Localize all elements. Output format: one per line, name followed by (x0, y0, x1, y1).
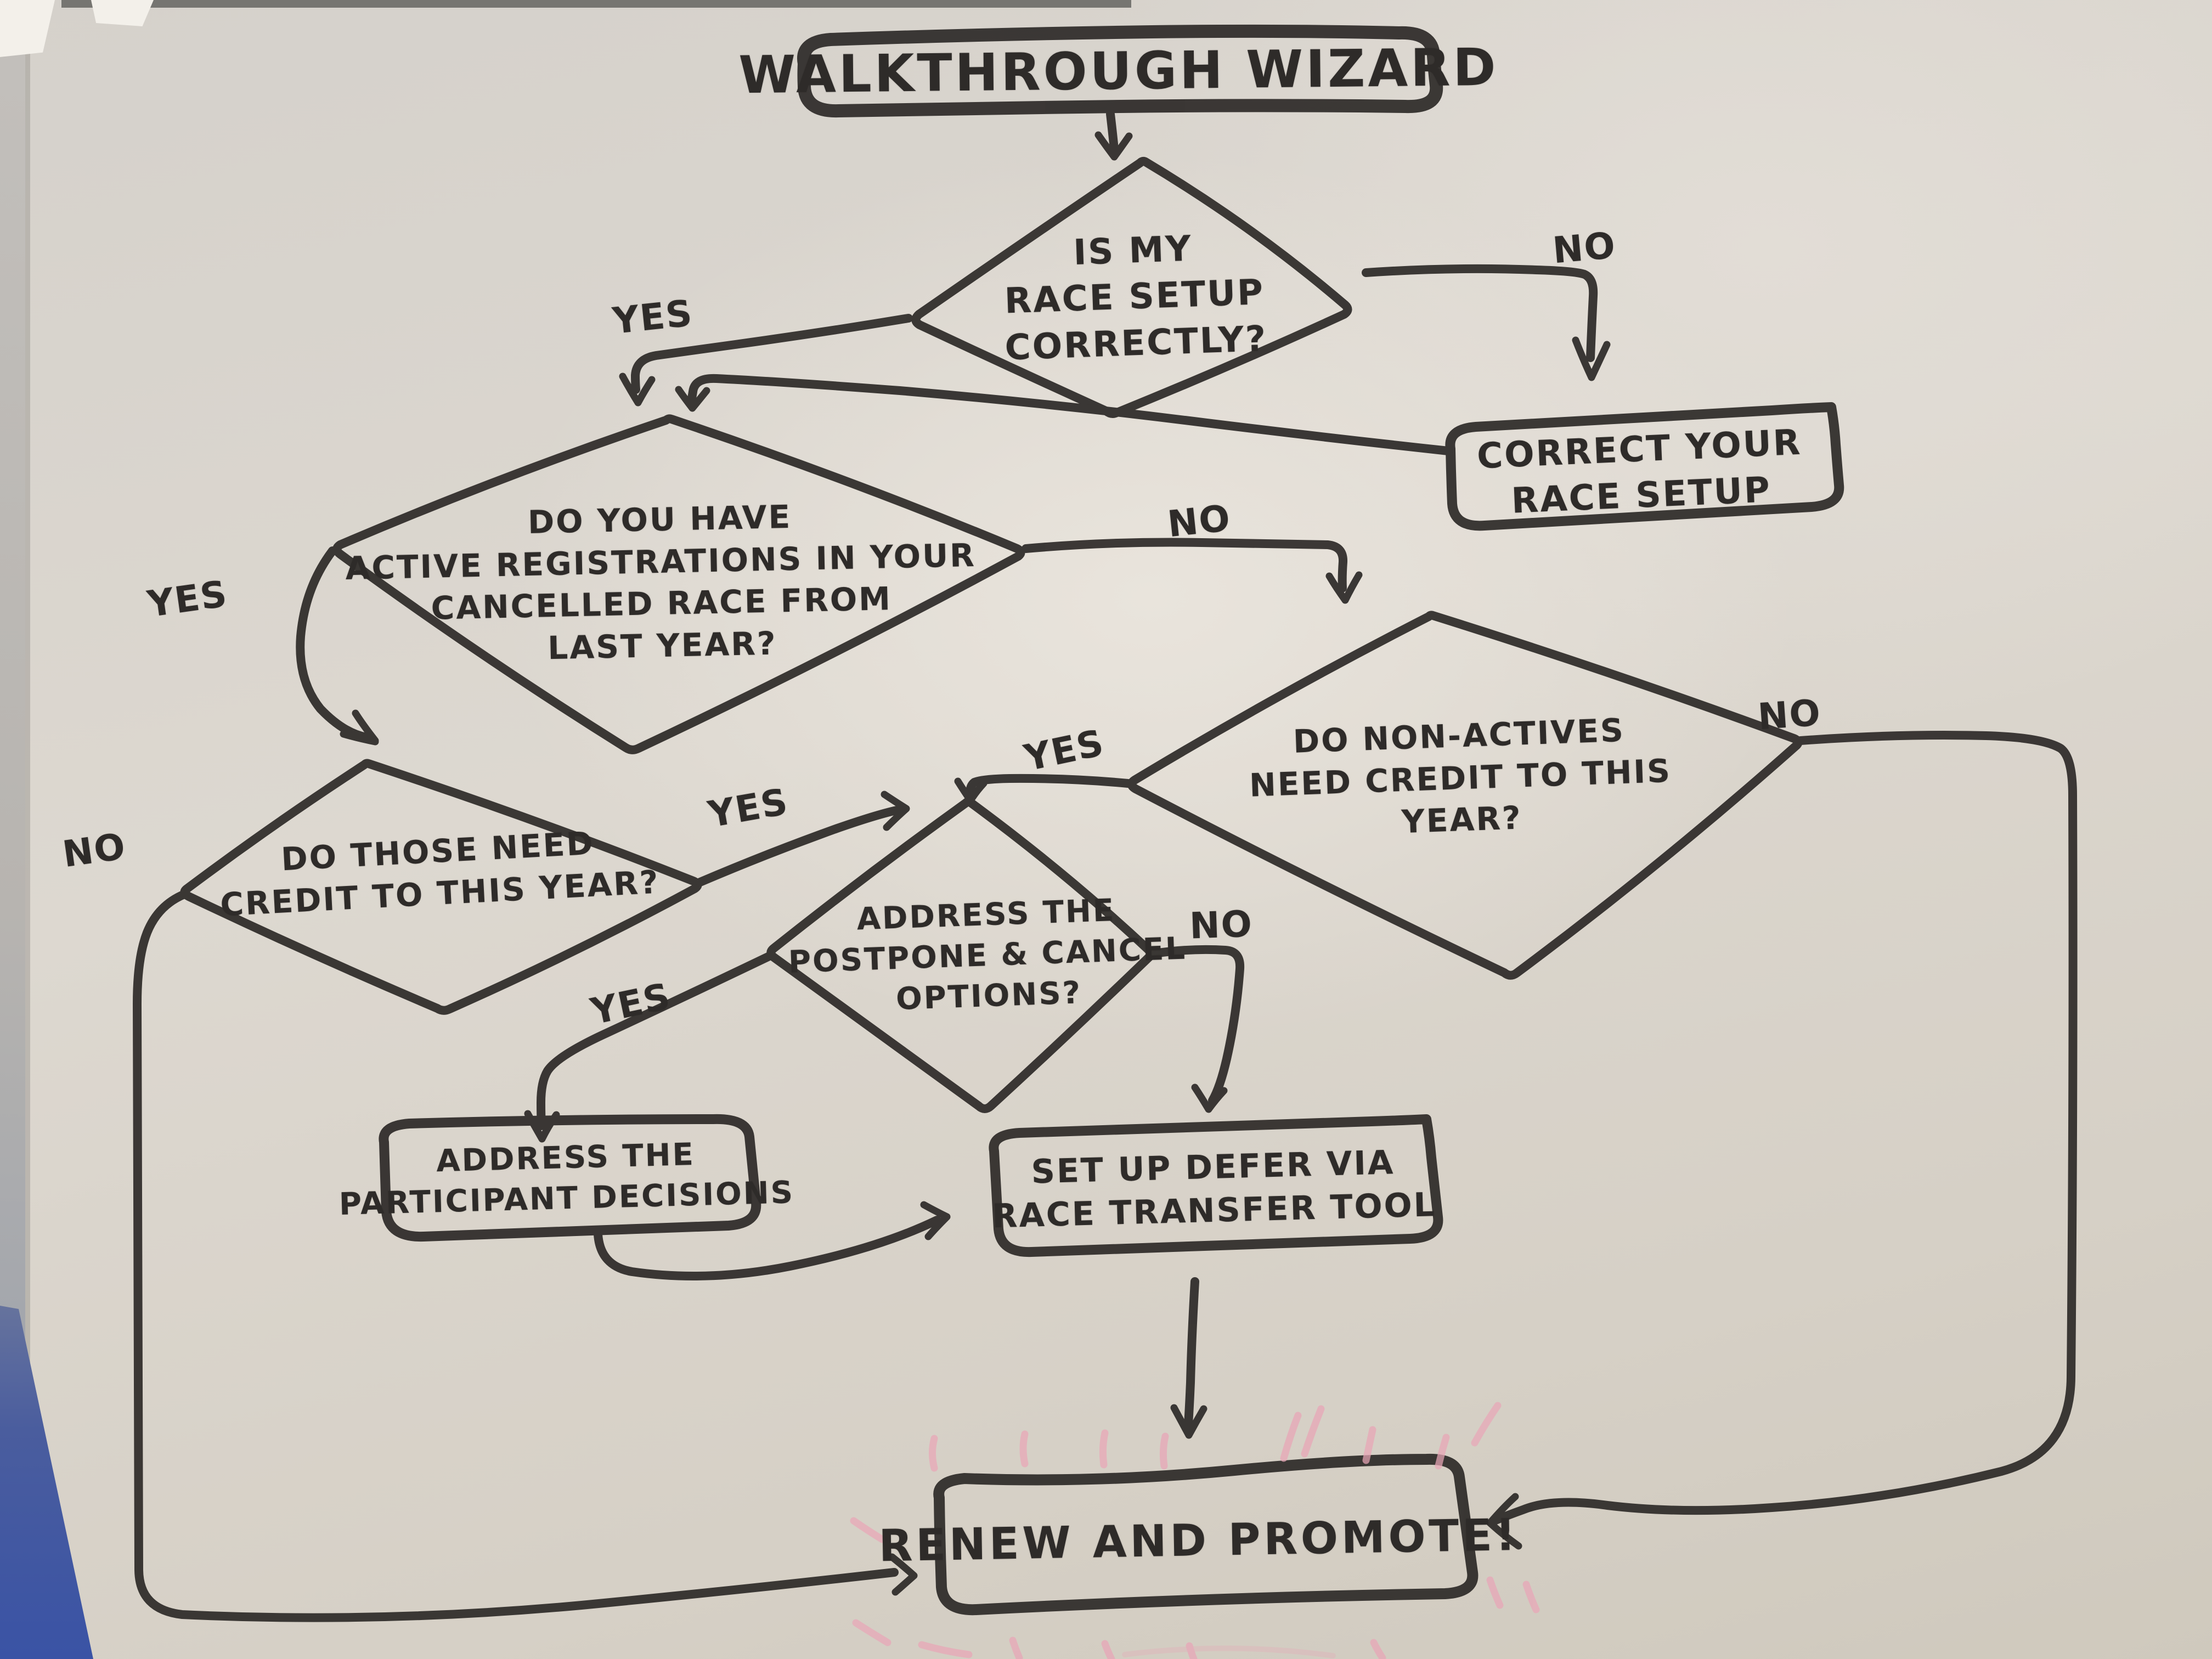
diamond-non-actives-outline (1127, 611, 1803, 980)
box-defer-outline (989, 1114, 1443, 1257)
arrowhead (881, 791, 910, 831)
pink-ray (1370, 1639, 1386, 1659)
pink-ray (1280, 1412, 1302, 1462)
pink-ray (850, 1517, 886, 1543)
arrowhead (920, 1201, 951, 1240)
arrowhead (1170, 1404, 1207, 1439)
pink-ray (1019, 1430, 1029, 1468)
edge-nonactives-yes (966, 774, 1132, 798)
pink-rays (850, 1402, 1540, 1659)
node-race-setup-label: IS MY RACE SETUP CORRECTLY? (1003, 228, 1268, 369)
edge-postpone-yes (537, 951, 775, 1130)
node-active-regs-label: DO YOU HAVE ACTIVE REGISTRATIONS IN YOUR… (345, 498, 977, 667)
edge-those-yes (696, 806, 901, 887)
pink-ray (1362, 1426, 1376, 1464)
node-those-credit-label: DO THOSE NEED CREDIT TO THIS YEAR? (219, 824, 661, 923)
edge-label-those-yes: YES (705, 780, 792, 836)
diamond-postpone-cancel-outline (766, 797, 1155, 1113)
arrowhead (888, 1553, 918, 1596)
edge-label-regs-no: NO (1165, 496, 1233, 546)
arrowhead (619, 373, 656, 407)
pink-ray (1159, 1432, 1169, 1470)
paper-corner-scrap (91, 0, 154, 26)
node-participant-label: ADDRESS THE PARTICIPANT DECISIONS (338, 1136, 795, 1222)
edge-those-no (133, 890, 899, 1622)
edge-label-regs-yes: YES (145, 572, 230, 626)
whiteboard-edge-seam (25, 0, 30, 1659)
edge-defer-to-renew (1184, 1277, 1199, 1429)
box-correct-setup-outline (1445, 402, 1844, 531)
arrow-title-to-setup (1106, 110, 1119, 154)
pink-ray (929, 1435, 938, 1472)
diamond-those-credit-outline (180, 759, 702, 1015)
edge-label-setup-no: NO (1551, 224, 1618, 272)
edge-label-those-no: NO (60, 825, 129, 876)
edge-setup-yes (631, 314, 913, 394)
edge-correct-to-regs (687, 374, 1453, 455)
page-title: WALKTHROUGH WIZARD (738, 37, 1499, 106)
pink-ray (1099, 1429, 1109, 1469)
edge-label-nonactives-yes: YES (1020, 721, 1108, 780)
edge-nonactives-no (1490, 731, 2078, 1525)
node-defer-label: SET UP DEFER VIA RACE TRANSFER TOOL (991, 1143, 1437, 1236)
arrowhead (340, 709, 379, 746)
arrowhead (675, 386, 710, 412)
pink-ray (1471, 1402, 1502, 1447)
node-non-actives-label: DO NON-ACTIVES NEED CREDIT TO THIS YEAR? (1249, 711, 1672, 841)
node-renew-label: RENEW AND PROMOTE! (878, 1509, 1520, 1572)
arrowhead (1486, 1493, 1522, 1550)
edge-label-nonactives-no: NO (1756, 691, 1823, 738)
pink-ray (852, 1619, 891, 1646)
pink-ray (918, 1641, 973, 1658)
whiteboard-top-rail (61, 0, 1131, 8)
node-correct-setup-label: CORRECT YOUR RACE SETUP (1476, 422, 1803, 522)
edge-regs-no (1022, 538, 1347, 592)
edge-label-postpone-yes: YES (587, 975, 675, 1033)
edge-label-postpone-no: NO (1189, 902, 1254, 947)
edge-participant-to-defer (594, 1216, 941, 1280)
pink-ray (1301, 1405, 1325, 1458)
edge-postpone-no (1150, 945, 1245, 1105)
box-renew-outline (933, 1453, 1479, 1616)
edge-setup-no (1362, 264, 1598, 362)
arrowhead (1094, 131, 1133, 161)
pink-ray (1186, 1642, 1198, 1659)
arrowhead (1191, 1084, 1228, 1113)
edge-regs-yes (296, 546, 371, 742)
pink-ray (1009, 1637, 1023, 1659)
box-participant-outline (379, 1114, 761, 1242)
pink-ray (1435, 1434, 1450, 1470)
arrowhead (1572, 336, 1611, 381)
pink-ray (1101, 1640, 1115, 1659)
pink-ray (1522, 1581, 1540, 1613)
node-postpone-cancel-label: ADDRESS THE POSTPONE & CANCEL OPTIONS? (788, 892, 1187, 1017)
diamond-active-regs-outline (332, 414, 1025, 754)
edge-label-setup-yes: YES (611, 292, 695, 342)
title-box-outline (797, 24, 1443, 118)
arrowhead (1325, 571, 1363, 604)
pink-ray (1486, 1576, 1504, 1609)
pink-ray (1122, 1645, 1336, 1658)
